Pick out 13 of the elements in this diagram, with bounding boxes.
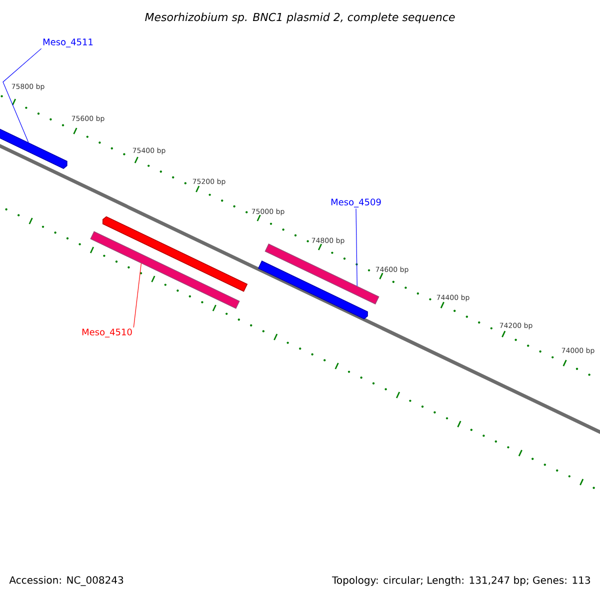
accession-text: Accession: NC_008243 xyxy=(9,576,124,586)
gene-bar xyxy=(102,216,248,292)
gene-bar xyxy=(258,260,368,320)
gene-bar xyxy=(90,231,240,309)
gene-label: Meso_4510 xyxy=(82,328,132,338)
title: Mesorhizobium sp. BNC1 plasmid 2, complete sequence xyxy=(145,12,455,24)
gene-bar xyxy=(0,126,68,169)
summary-text: Topology: circular; Length: 131,247 bp; Genes: 113 xyxy=(332,576,590,586)
leader-line xyxy=(133,263,142,328)
leader-line xyxy=(2,48,42,143)
gene-label: Meso_4511 xyxy=(43,38,93,48)
leader-line xyxy=(356,208,358,286)
gene-label: Meso_4509 xyxy=(331,198,381,208)
